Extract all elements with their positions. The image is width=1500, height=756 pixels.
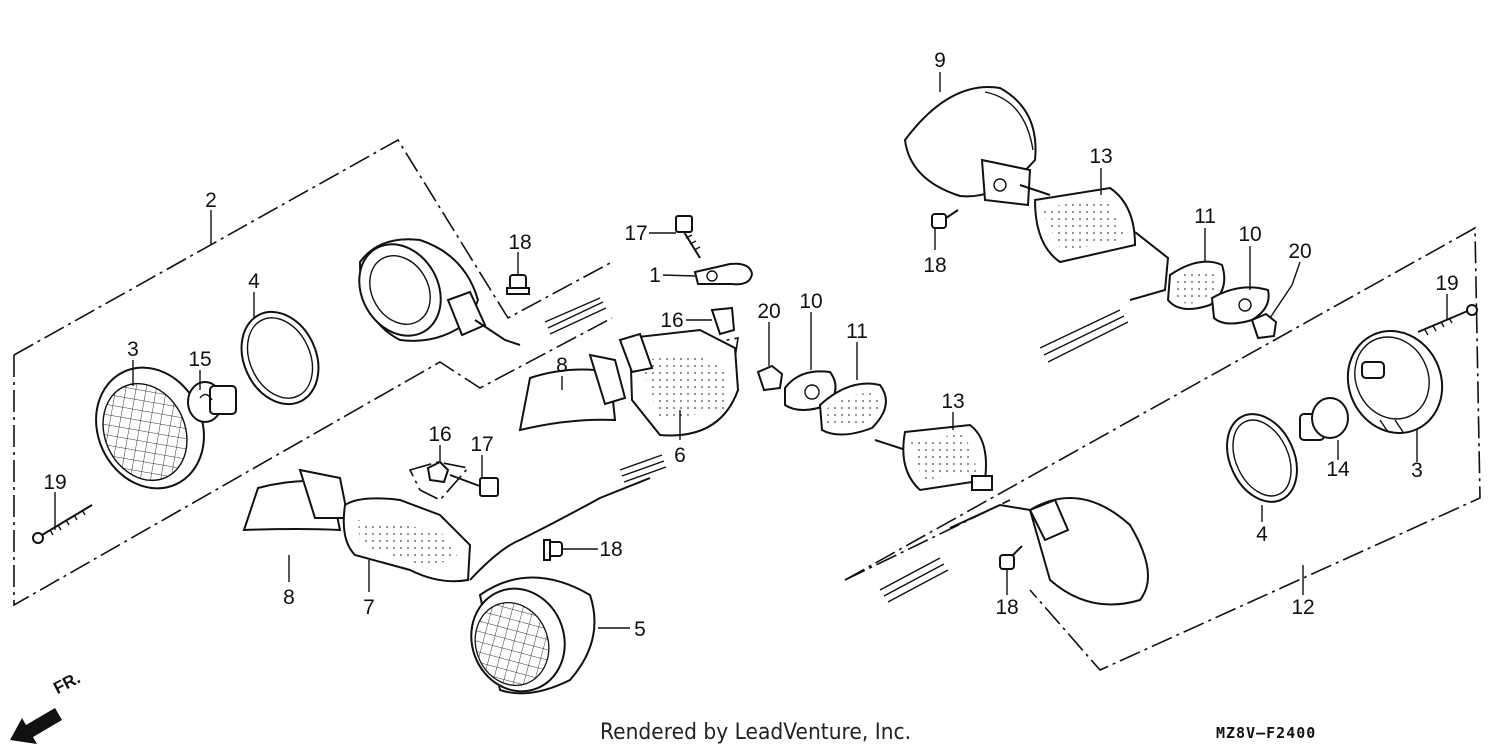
housing-9-top <box>903 86 1051 207</box>
callout-12: 12 <box>1291 596 1314 619</box>
callout-15: 15 <box>188 348 211 371</box>
lens-left <box>95 366 205 490</box>
socket-13-center <box>874 423 993 492</box>
nut-20-center <box>756 364 784 392</box>
nut-20-right <box>1250 312 1278 340</box>
housing-left <box>358 238 607 346</box>
callout-18-bottom: 18 <box>599 538 622 561</box>
callout-13-top: 13 <box>1089 145 1112 168</box>
screw-18-top-right <box>931 209 959 229</box>
callout-labels: 2 3 15 4 19 18 17 1 16 8 6 16 17 8 7 18 … <box>43 49 1458 641</box>
callout-8-bottom: 8 <box>283 586 295 609</box>
front-direction-arrow-icon <box>10 708 62 744</box>
nut-16-top <box>710 306 736 336</box>
callout-19-left: 19 <box>43 471 66 494</box>
diagram-code: MZ8V–F2400 <box>1216 724 1317 742</box>
callout-16-top: 16 <box>660 309 683 332</box>
clamp-body-7 <box>342 497 472 583</box>
bolt-17-top <box>675 215 701 259</box>
leader-lines <box>54 72 1448 629</box>
socket-13-top <box>1033 186 1170 363</box>
callout-8-top: 8 <box>556 354 568 377</box>
callout-20-center: 20 <box>757 300 780 323</box>
callout-18-left: 18 <box>508 231 531 254</box>
callout-19-right: 19 <box>1435 272 1458 295</box>
callout-9: 9 <box>934 49 946 72</box>
assembly-outline-center <box>408 337 739 501</box>
callout-1: 1 <box>649 264 661 287</box>
nut-16-bottom <box>426 460 450 484</box>
callout-2: 2 <box>205 189 217 212</box>
signal-front-left <box>469 454 667 695</box>
callout-10-center: 10 <box>799 290 822 313</box>
screw-18-right <box>999 545 1023 570</box>
callout-11-center: 11 <box>846 320 868 343</box>
screw-left <box>32 504 93 544</box>
callout-4-left: 4 <box>248 270 260 293</box>
callout-5: 5 <box>634 618 646 641</box>
rubber-11-right <box>1166 260 1226 310</box>
ring-right <box>1226 413 1298 503</box>
ring-left <box>240 310 320 406</box>
clamp <box>693 262 754 286</box>
washer-10-right <box>1210 286 1270 325</box>
callout-11-right: 11 <box>1194 205 1216 228</box>
callout-3-right: 3 <box>1411 459 1423 482</box>
bulb-left <box>187 381 237 423</box>
screw-18-bottom <box>543 539 563 561</box>
bracket-8-top <box>518 353 627 432</box>
rubber-11-center <box>818 382 887 436</box>
callout-3-left: 3 <box>127 338 139 361</box>
callout-13-center: 13 <box>941 390 964 413</box>
clamp-body-6 <box>618 328 740 437</box>
assembly-outline-left <box>13 138 613 607</box>
screw-18-left <box>506 274 530 295</box>
callout-17-top: 17 <box>624 222 647 245</box>
bulb-right <box>1299 397 1349 441</box>
callout-6: 6 <box>674 444 686 467</box>
signal-rear-right <box>879 497 1149 606</box>
screw-right <box>1417 304 1478 336</box>
footer-credit: Rendered by LeadVenture, Inc. <box>600 720 912 745</box>
callout-18-right: 18 <box>995 596 1018 619</box>
callout-7: 7 <box>363 596 375 619</box>
callout-18-top-right: 18 <box>923 254 946 277</box>
callout-14: 14 <box>1326 458 1350 481</box>
lens-right <box>1346 330 1444 434</box>
washer-10-center <box>784 370 837 411</box>
callout-17-bottom: 17 <box>470 433 493 456</box>
callout-20-right: 20 <box>1288 240 1311 263</box>
callout-10-right: 10 <box>1238 223 1261 246</box>
callout-4-right: 4 <box>1256 523 1268 546</box>
bolt-17-bottom <box>449 474 499 497</box>
bracket-8-bottom <box>242 468 350 532</box>
callout-16-bottom: 16 <box>428 423 451 446</box>
